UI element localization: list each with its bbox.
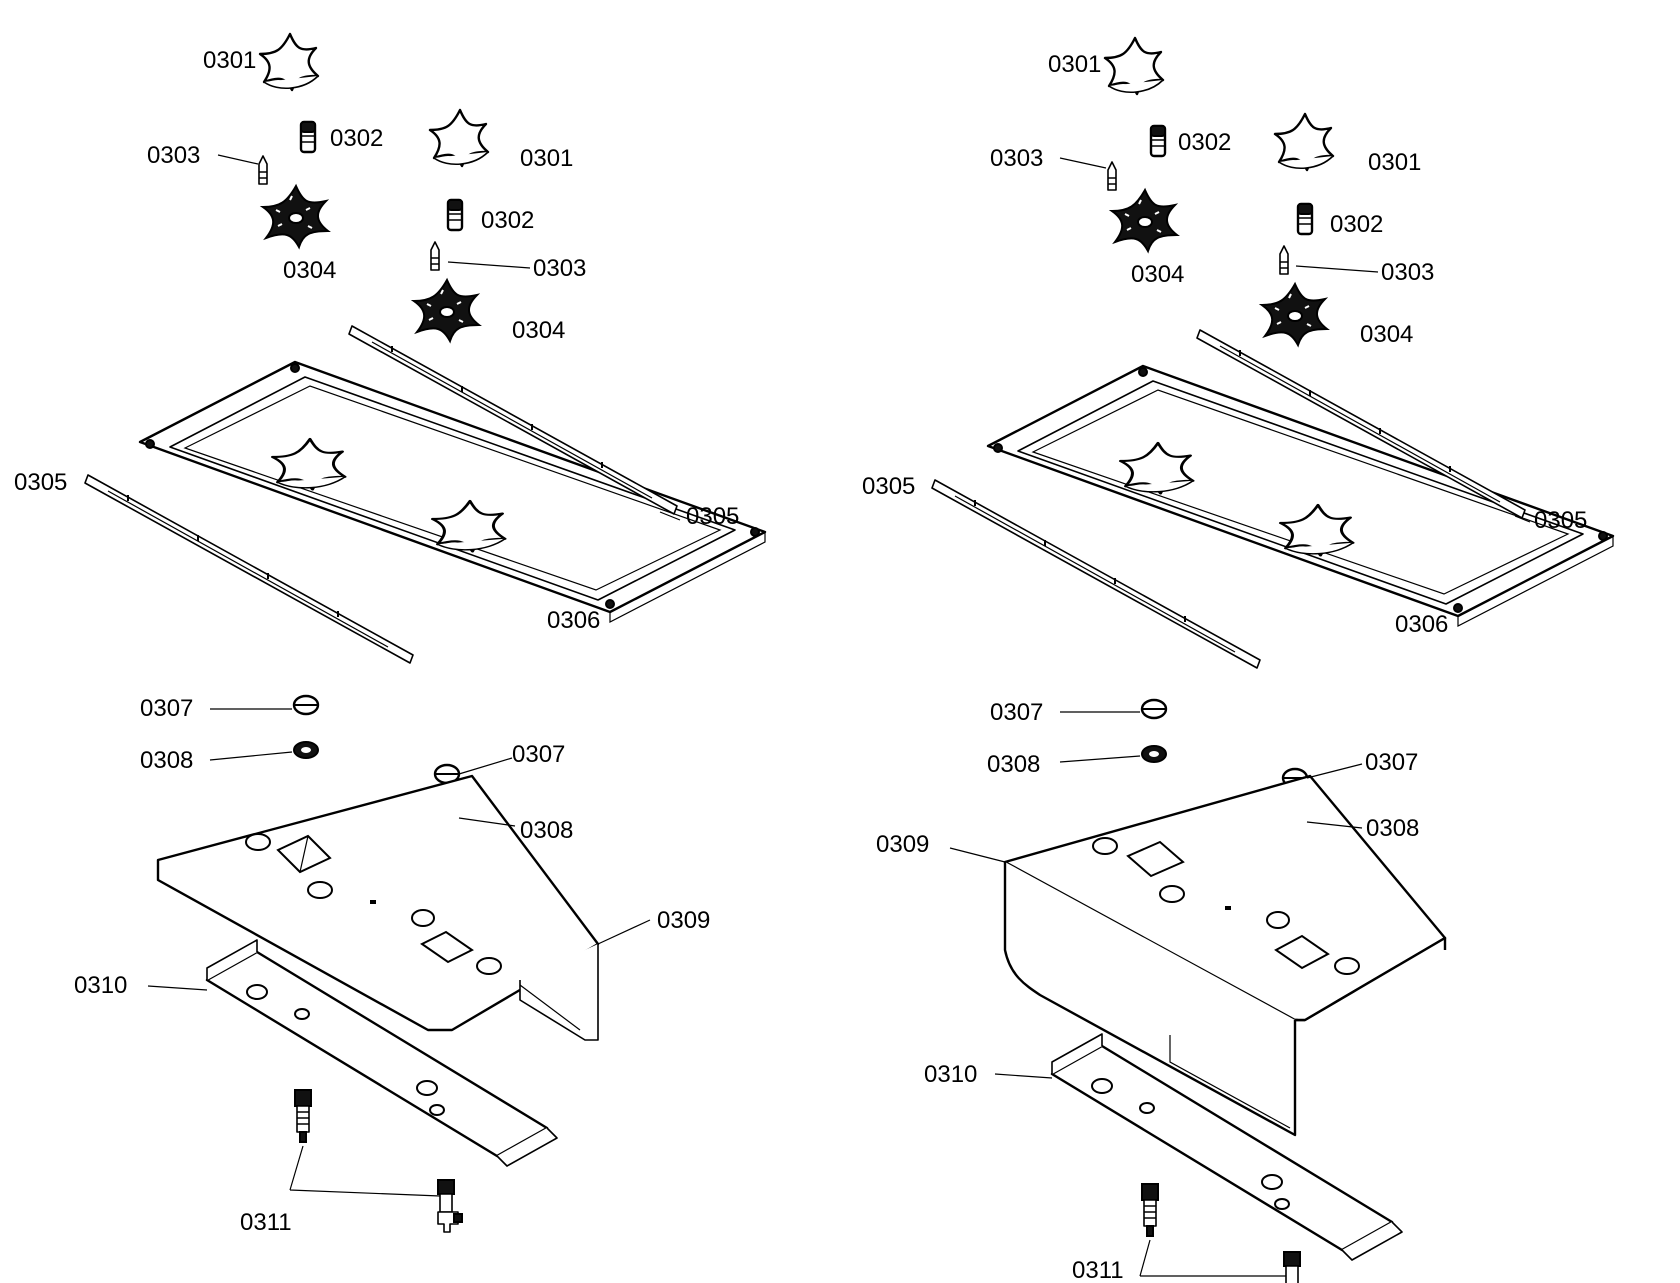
callout-0301: 0301 xyxy=(520,145,573,172)
callout-0309: 0309 xyxy=(657,907,710,934)
callout-0306: 0306 xyxy=(547,607,600,634)
callout-0307: 0307 xyxy=(990,699,1043,726)
burner-head-0304 xyxy=(1261,283,1328,346)
cover-plate-0309 xyxy=(156,774,600,1041)
burner-cap-0301 xyxy=(428,108,490,168)
injector-0302 xyxy=(299,120,317,154)
valve-0311 xyxy=(437,1179,463,1233)
pin-0303 xyxy=(258,155,268,185)
callout-0308: 0308 xyxy=(1366,815,1419,842)
callout-0308: 0308 xyxy=(987,751,1040,778)
callout-0307: 0307 xyxy=(512,741,565,768)
burner-cap-0301 xyxy=(1273,112,1335,172)
callout-0303: 0303 xyxy=(1381,259,1434,286)
callout-0304: 0304 xyxy=(1360,321,1413,348)
callout-0304: 0304 xyxy=(283,257,336,284)
callout-0307: 0307 xyxy=(1365,749,1418,776)
valve-0311 xyxy=(294,1089,312,1143)
callout-0302: 0302 xyxy=(1330,211,1383,238)
callout-0303: 0303 xyxy=(147,142,200,169)
injector-0302 xyxy=(1296,202,1314,236)
assembly-right: 0301 0302 0301 0303 0302 0304 0303 0304 … xyxy=(862,36,1613,1283)
callout-0304: 0304 xyxy=(1131,261,1184,288)
burner-head-0304 xyxy=(413,279,480,342)
cup-0307 xyxy=(292,694,320,716)
callout-0304: 0304 xyxy=(512,317,565,344)
callout-0301: 0301 xyxy=(203,47,256,74)
callout-0301: 0301 xyxy=(1368,149,1421,176)
cover-plate-0309 xyxy=(1003,774,1447,1137)
valve-0311 xyxy=(1283,1251,1309,1283)
callout-0302: 0302 xyxy=(1178,129,1231,156)
callout-0305: 0305 xyxy=(1534,507,1587,534)
ring-0308 xyxy=(293,741,319,759)
callout-0305: 0305 xyxy=(862,473,915,500)
valve-0311 xyxy=(1141,1183,1159,1237)
burner-cap-0301 xyxy=(258,32,320,92)
callout-0311: 0311 xyxy=(240,1209,292,1236)
ring-0308 xyxy=(1141,745,1167,763)
callout-0305: 0305 xyxy=(14,469,67,496)
callout-0309: 0309 xyxy=(876,831,929,858)
burner-head-0304 xyxy=(262,185,329,248)
burner-head-0304 xyxy=(1111,189,1178,252)
callout-0306: 0306 xyxy=(1395,611,1448,638)
pin-0303 xyxy=(430,241,440,271)
callout-0305: 0305 xyxy=(686,503,739,530)
callout-0307: 0307 xyxy=(140,695,193,722)
callout-0302: 0302 xyxy=(481,207,534,234)
callout-0303: 0303 xyxy=(990,145,1043,172)
injector-0302 xyxy=(446,198,464,232)
callout-0310: 0310 xyxy=(74,972,127,999)
burner-cap-0301 xyxy=(1103,36,1165,96)
assembly-left: 0301 0302 0301 0303 0302 0304 0303 0304 … xyxy=(14,32,765,1236)
callout-0308: 0308 xyxy=(520,817,573,844)
pin-0303 xyxy=(1279,245,1289,275)
burner-tray-0306 xyxy=(140,362,765,622)
callout-0302: 0302 xyxy=(330,125,383,152)
callout-0303: 0303 xyxy=(533,255,586,282)
callout-0301: 0301 xyxy=(1048,51,1101,78)
callout-0310: 0310 xyxy=(924,1061,977,1088)
cup-0307 xyxy=(1140,698,1168,720)
callout-0308: 0308 xyxy=(140,747,193,774)
pin-0303 xyxy=(1107,161,1117,191)
injector-0302 xyxy=(1149,124,1167,158)
burner-tray-0306 xyxy=(988,366,1613,626)
callout-0311: 0311 xyxy=(1072,1257,1124,1283)
